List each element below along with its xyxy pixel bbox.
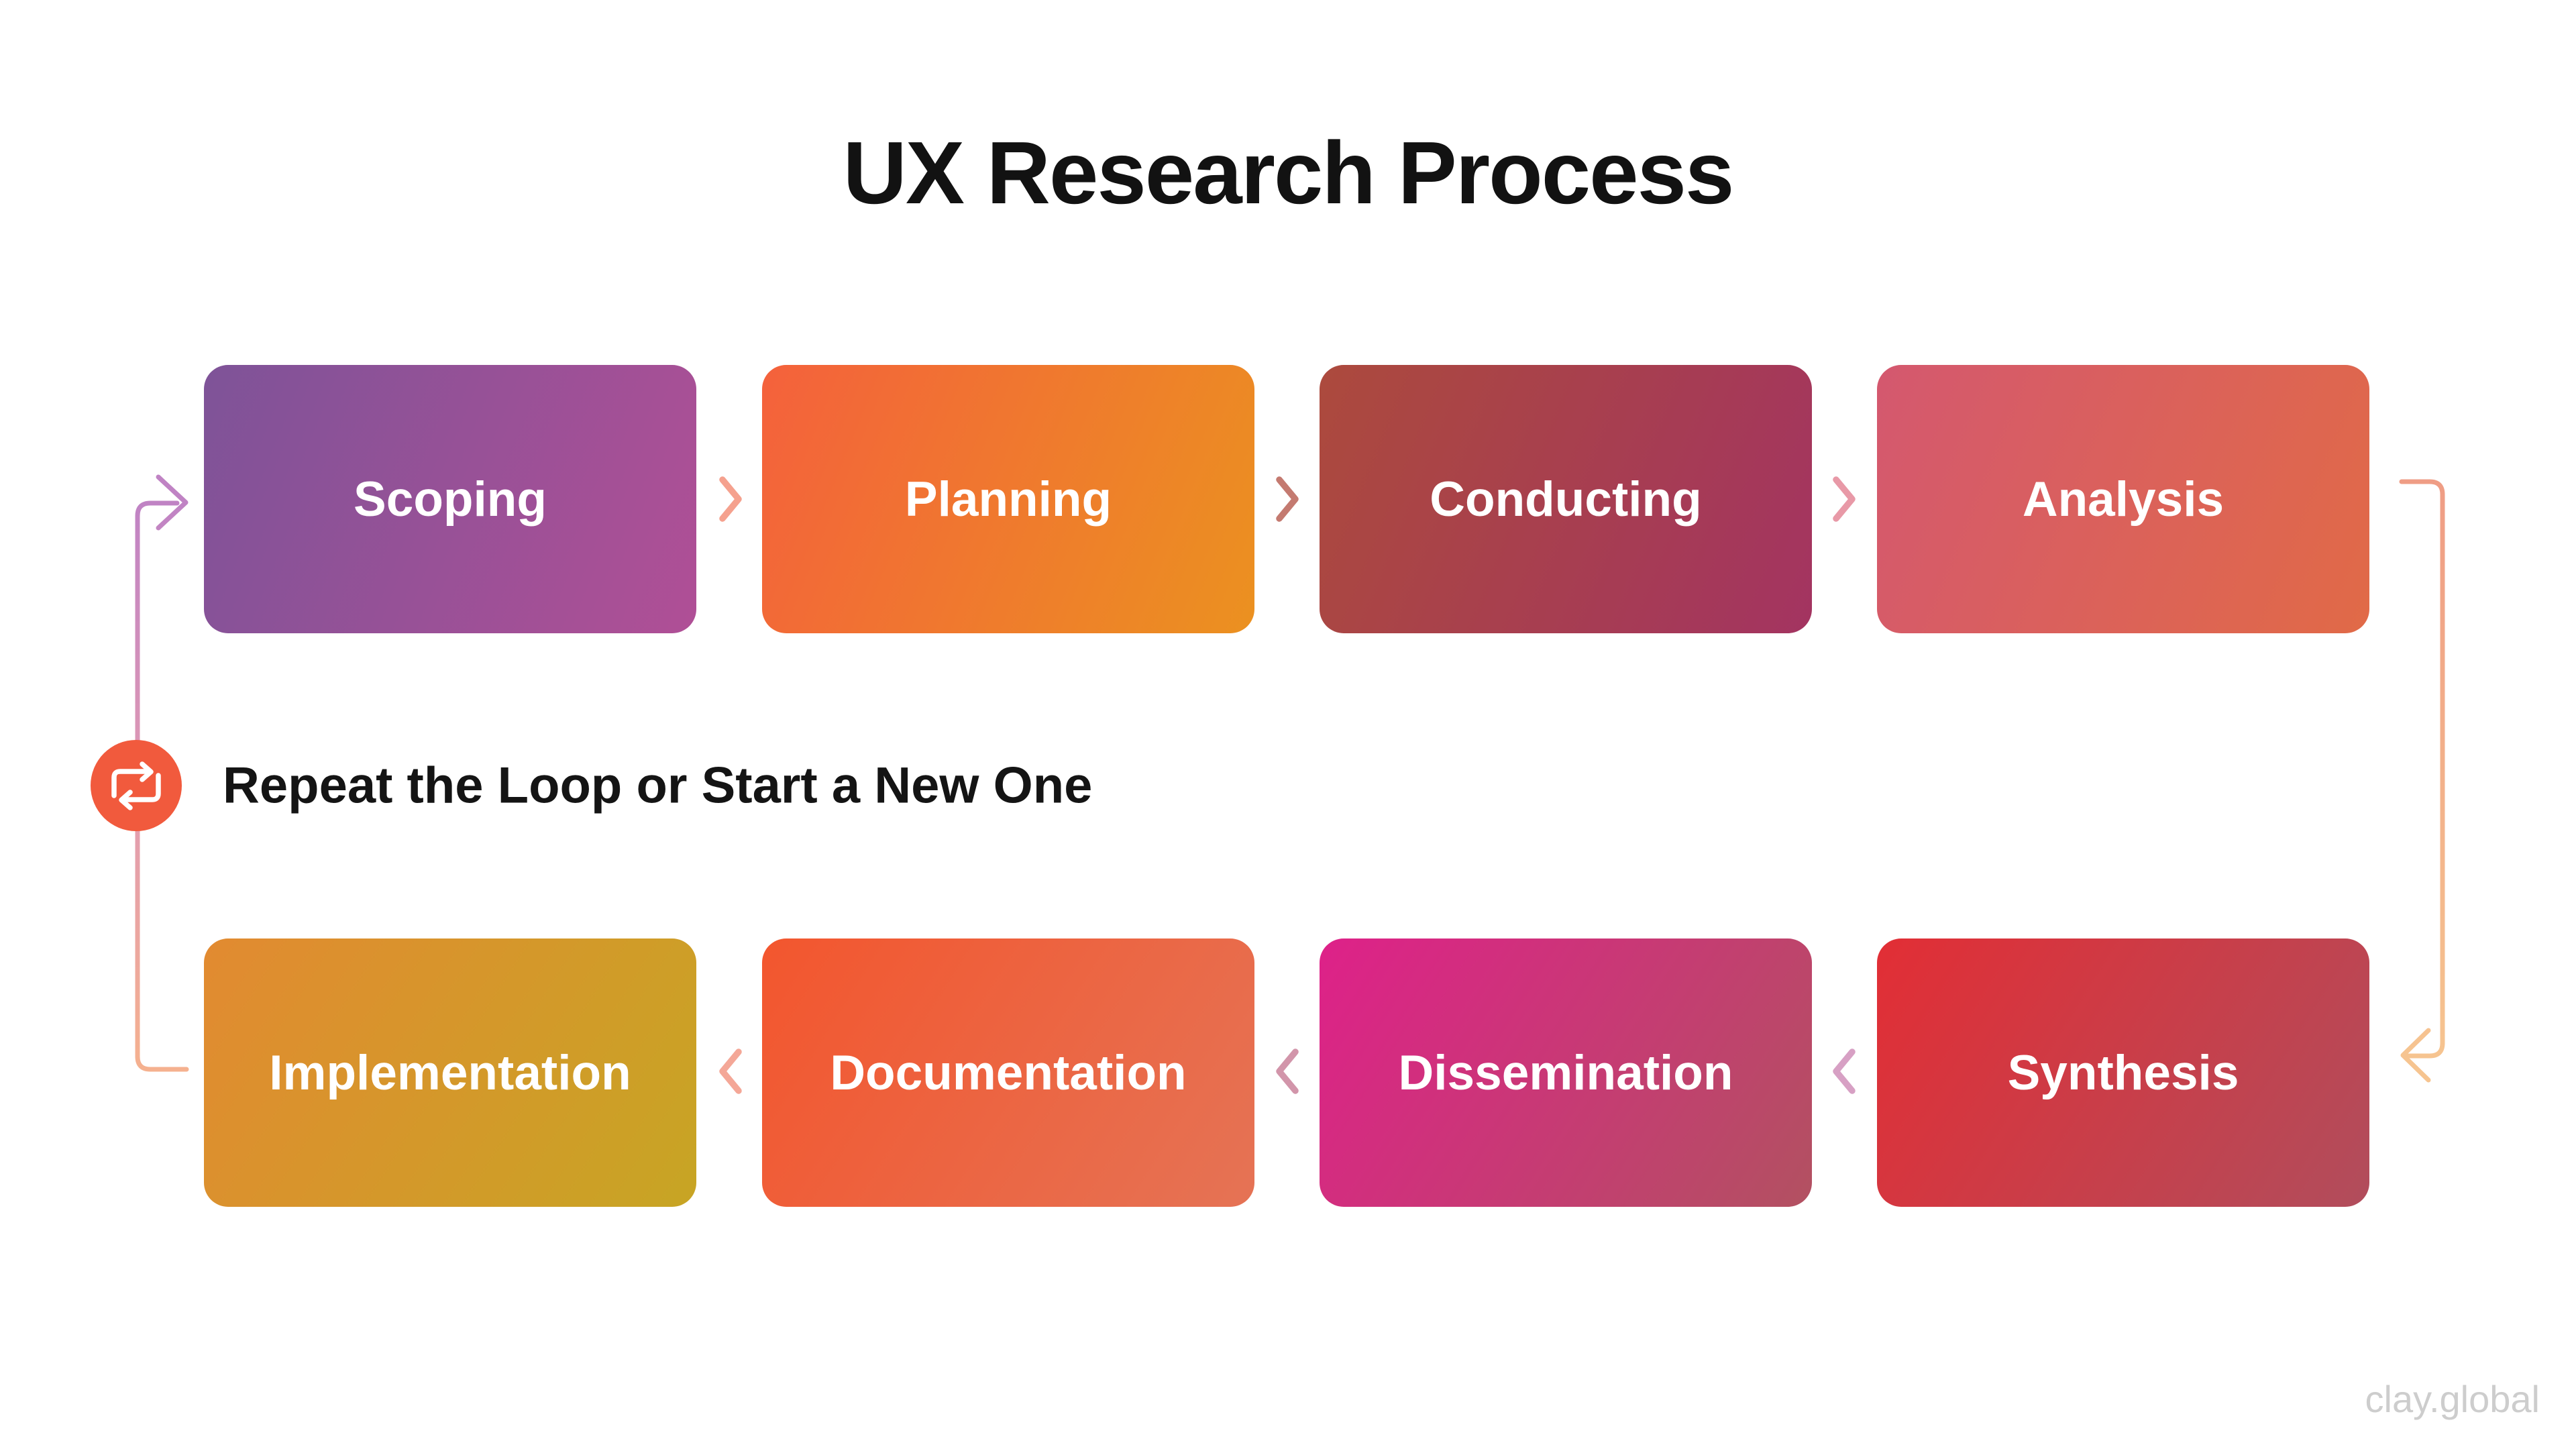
arrowhead-right-icon xyxy=(156,474,189,531)
row-transition-line xyxy=(2399,479,2445,1059)
repeat-icon-circle xyxy=(91,740,182,831)
stage-label: Implementation xyxy=(269,1045,631,1100)
loop-note-label: Repeat the Loop or Start a New One xyxy=(223,757,1093,814)
stage-label: Conducting xyxy=(1430,472,1702,527)
arrowhead-left-icon xyxy=(2400,1028,2431,1083)
chevron-stroke xyxy=(719,1049,742,1094)
row-transition-arrow xyxy=(2399,479,2445,1083)
stage-label: Documentation xyxy=(830,1045,1187,1100)
chevron-stroke xyxy=(1833,1049,1856,1094)
chevron-stroke xyxy=(1833,476,1856,522)
stage-dissemination: Dissemination xyxy=(1320,938,1812,1207)
stage-label: Synthesis xyxy=(2007,1045,2239,1100)
chevron-left-icon xyxy=(1276,1049,1299,1094)
chevron-right-icon xyxy=(1833,476,1856,522)
stage-planning: Planning xyxy=(762,365,1254,633)
repeat-icon xyxy=(91,740,182,831)
stage-label: Dissemination xyxy=(1398,1045,1733,1100)
stage-label: Planning xyxy=(904,472,1112,527)
stage-conducting: Conducting xyxy=(1320,365,1812,633)
chevron-right-icon xyxy=(1276,476,1299,522)
chevron-stroke xyxy=(719,476,742,522)
chevron-stroke xyxy=(1276,476,1299,522)
chevron-stroke xyxy=(1276,1049,1299,1094)
chevron-left-icon xyxy=(1833,1049,1856,1094)
chevron-right-icon xyxy=(719,476,742,522)
chevron-left-icon xyxy=(719,1049,742,1094)
stage-analysis: Analysis xyxy=(1877,365,2369,633)
stage-scoping: Scoping xyxy=(204,365,696,633)
stage-implementation: Implementation xyxy=(204,938,696,1207)
stage-synthesis: Synthesis xyxy=(1877,938,2369,1207)
watermark: clay.global xyxy=(2365,1378,2540,1420)
repeat-icon-glyph xyxy=(111,761,161,810)
stage-label: Scoping xyxy=(354,472,547,527)
stage-documentation: Documentation xyxy=(762,938,1254,1207)
stage-label: Analysis xyxy=(2022,472,2224,527)
page-title: UX Research Process xyxy=(843,123,1735,222)
